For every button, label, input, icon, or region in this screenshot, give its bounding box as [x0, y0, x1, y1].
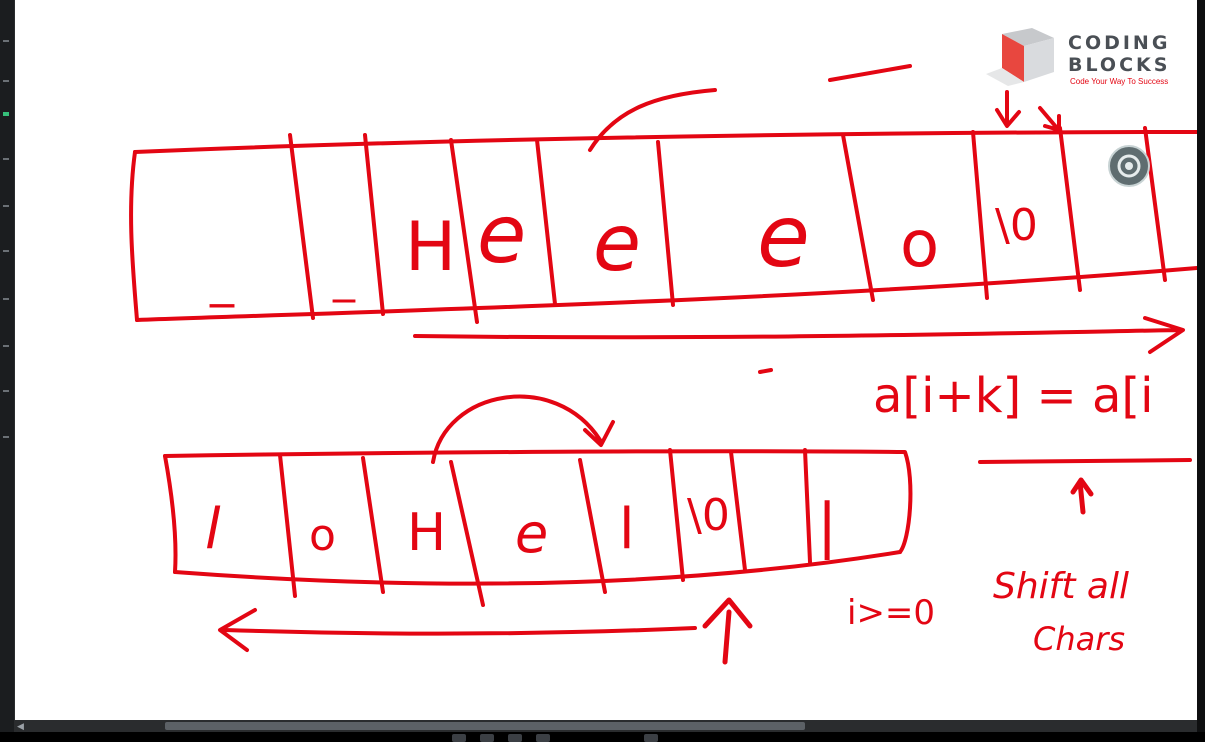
window-edge: [1197, 0, 1205, 742]
small-up-arrow: [1070, 477, 1094, 515]
rail-tick-active[interactable]: [3, 112, 9, 116]
top-array-outline: [135, 266, 1197, 322]
rail-tick[interactable]: [3, 390, 9, 392]
top-cell-text: e: [593, 199, 641, 289]
chevron-left-icon[interactable]: ◀: [17, 721, 24, 731]
bottom-array-divider: [668, 448, 685, 582]
logo-tagline: Code Your Way To Success: [1070, 77, 1169, 86]
logo-line2: BLOCKS: [1068, 54, 1171, 76]
top-array-divider: [449, 138, 479, 324]
bottom-array-divider: [361, 456, 385, 594]
bottom-array-divider: [729, 450, 747, 572]
taskbar-icon[interactable]: [508, 734, 522, 742]
formula-text: a[i+k] = a[i: [873, 368, 1153, 424]
top-array-outline: [129, 150, 139, 322]
bottom-array-divider: [803, 448, 812, 564]
whiteboard-drawing: _ _ H e e e o \0 l o H e l \0 | a[i+k] =…: [129, 64, 1197, 665]
bottom-cell-text: \0: [687, 490, 730, 541]
scrollbar-thumb[interactable]: [165, 722, 805, 730]
bottom-cell-text: o: [309, 510, 336, 561]
bottom-cell-text: l: [619, 497, 635, 562]
record-button[interactable]: [1108, 145, 1150, 187]
rail-tick[interactable]: [3, 298, 9, 300]
rail-tick[interactable]: [3, 205, 9, 207]
coding-blocks-logo: CODING BLOCKS Code Your Way To Success: [980, 22, 1197, 92]
taskbar-icon[interactable]: [452, 734, 466, 742]
horizontal-scrollbar[interactable]: ◀: [15, 720, 1197, 732]
top-cell-text: e: [477, 188, 526, 281]
taskbar-icon[interactable]: [644, 734, 658, 742]
top-array-divider: [971, 130, 989, 300]
up-pointer-arrow: [702, 597, 753, 665]
bottom-array-divider: [278, 453, 297, 598]
gear-icon: [1117, 154, 1141, 178]
top-array-outline: [133, 130, 1197, 154]
rail-tick[interactable]: [3, 436, 9, 438]
note-text-line2: Chars: [1033, 620, 1125, 658]
bottom-array-divider: [449, 460, 485, 607]
down-arrow-stroke: [1038, 106, 1061, 132]
rail-tick[interactable]: [3, 345, 9, 347]
right-arrow: [413, 316, 1185, 354]
bottom-array-divider: [578, 458, 607, 594]
annotation-stroke: [828, 64, 912, 82]
bottom-cell-text: e: [515, 502, 548, 565]
top-array-divider: [1143, 126, 1167, 282]
taskbar: [0, 732, 1205, 742]
down-arrow-stroke: [995, 90, 1021, 128]
rail-tick[interactable]: [3, 250, 9, 252]
rail-tick[interactable]: [3, 158, 9, 160]
top-cell-text: e: [757, 187, 810, 287]
top-cell-text: o: [900, 208, 939, 282]
top-array-divider: [363, 133, 385, 316]
top-cell-text: _: [332, 252, 356, 303]
taskbar-icon[interactable]: [480, 734, 494, 742]
top-cell-text: \0: [995, 200, 1038, 251]
bottom-cell-text: l: [205, 497, 221, 562]
swap-arc-arrow: [431, 394, 615, 464]
rail-tick[interactable]: [3, 80, 9, 82]
loop-condition-text: i>=0: [847, 593, 935, 633]
bottom-array-outline: [173, 550, 902, 586]
annotation-stroke: [588, 88, 717, 152]
logo-cube-icon: [986, 28, 1054, 86]
taskbar-icon[interactable]: [536, 734, 550, 742]
bottom-array-outline: [163, 454, 178, 574]
cursor-dash: [758, 368, 773, 374]
top-cell-text: _: [209, 252, 235, 308]
formula-underline: [978, 458, 1192, 464]
top-array-divider: [841, 133, 875, 302]
note-text-line1: Shift all: [993, 566, 1129, 607]
bottom-cell-text: |: [817, 491, 837, 561]
logo-wordmark: CODING BLOCKS: [1068, 32, 1170, 76]
left-arrow: [218, 608, 697, 652]
tool-rail: [0, 0, 15, 742]
top-cell-text: H: [405, 208, 456, 287]
rail-tick[interactable]: [3, 40, 9, 42]
whiteboard-canvas[interactable]: _ _ H e e e o \0 l o H e l \0 | a[i+k] =…: [15, 0, 1197, 720]
top-array-divider: [288, 133, 315, 320]
top-array-divider: [535, 138, 557, 306]
top-array-divider: [656, 140, 675, 307]
bottom-cell-text: H: [407, 503, 446, 563]
top-array-divider: [1058, 126, 1082, 292]
logo-line1: CODING: [1068, 32, 1171, 54]
